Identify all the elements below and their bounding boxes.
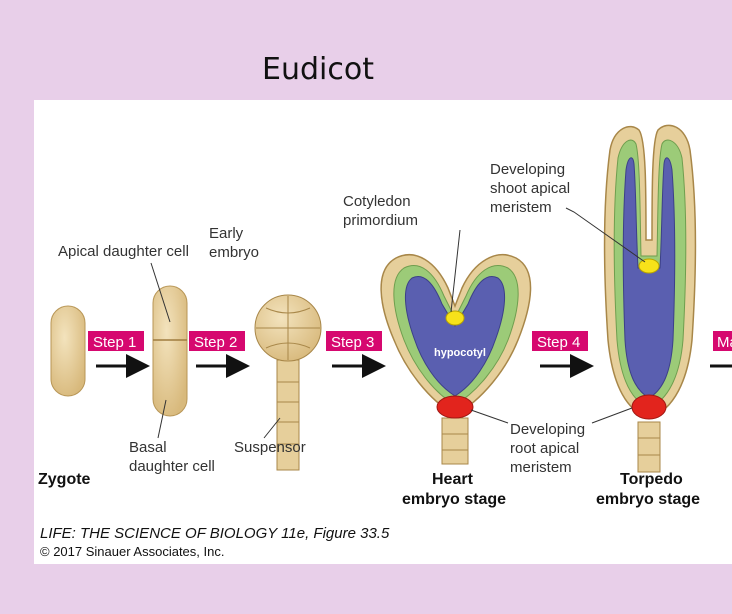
step-4-label: Step 4	[537, 334, 580, 351]
step-3-label: Step 3	[331, 334, 374, 351]
early-embryo	[254, 294, 322, 471]
torpedo-embryo	[603, 124, 697, 473]
step-1-label: Step 1	[93, 334, 136, 351]
credit-line2: © 2017 Sinauer Associates, Inc.	[40, 544, 224, 559]
cotyledon-label-line1: Cotyledon	[343, 193, 411, 210]
early-embryo-label-line2: embryo	[209, 244, 259, 261]
shoot-meristem-label-line1: Developing	[490, 161, 565, 178]
credit-book-title: LIFE: THE SCIENCE OF BIOLOGY 11e	[40, 525, 305, 542]
zygote-stage-label: Zygote	[38, 471, 91, 488]
shoot-meristem-label-line2: shoot apical	[490, 180, 570, 197]
zygote-cell	[50, 305, 86, 397]
figure-panel: Step 1 Apical daughter cell Basal daught…	[34, 100, 732, 564]
step-2-label: Step 2	[194, 334, 237, 351]
suspensor-label: Suspensor	[234, 439, 306, 456]
basal-label-line1: Basal	[129, 439, 167, 456]
hypocotyl-label: hypocotyl	[434, 347, 486, 359]
torpedo-stage-label-line2: embryo stage	[596, 491, 700, 508]
early-embryo-label-line1: Early	[209, 225, 244, 242]
heart-stage-label-line1: Heart	[432, 471, 474, 488]
step-1-badge: Step 1	[88, 331, 144, 351]
step-3-badge: Step 3	[326, 331, 382, 351]
heart-embryo	[380, 254, 532, 465]
two-cell-embryo	[152, 285, 188, 417]
root-meristem-label-line2: root apical	[510, 440, 579, 457]
cotyledon-label-line2: primordium	[343, 212, 418, 229]
step-5-label: Ma	[717, 334, 732, 351]
step-2-badge: Step 2	[189, 331, 245, 351]
root-meristem-label-line3: meristem	[510, 459, 572, 476]
basal-label-line2: daughter cell	[129, 458, 215, 475]
credit-line1: LIFE: THE SCIENCE OF BIOLOGY 11e, Figure…	[40, 525, 390, 542]
credit-figure-ref: , Figure 33.5	[305, 525, 390, 542]
shoot-meristem-label-line3: meristem	[490, 199, 552, 216]
torpedo-stage-label-line1: Torpedo	[620, 471, 683, 488]
slide-title: Eudicot	[262, 52, 374, 87]
step-4-badge: Step 4	[532, 331, 588, 351]
heart-stage-label-line2: embryo stage	[402, 491, 506, 508]
root-meristem-label-line1: Developing	[510, 421, 585, 438]
step-5-badge: Ma	[713, 331, 732, 351]
embryo-development-diagram: Step 1 Apical daughter cell Basal daught…	[38, 124, 732, 559]
apical-daughter-cell-label: Apical daughter cell	[58, 243, 189, 260]
